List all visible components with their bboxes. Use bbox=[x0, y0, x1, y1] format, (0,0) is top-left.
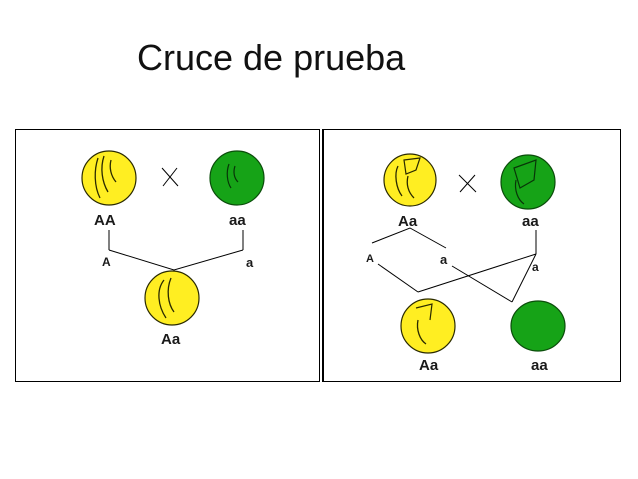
yellow-pea-offspring-icon bbox=[400, 298, 456, 354]
cross-diagram-left: AA aa A a Aa bbox=[81, 150, 265, 348]
green-pea-parent-icon bbox=[209, 150, 265, 206]
green-pea-offspring-icon bbox=[510, 300, 566, 352]
parent1-genotype-label: Aa bbox=[398, 213, 418, 230]
yellow-pea-parent-icon bbox=[383, 153, 437, 207]
cross-symbol-icon bbox=[161, 167, 179, 187]
gamete-label-right-1: A bbox=[366, 253, 374, 265]
parent2-genotype-label: aa bbox=[229, 212, 246, 229]
cross-symbol-icon bbox=[458, 174, 477, 193]
green-pea-parent-icon bbox=[500, 154, 556, 210]
parent1-genotype-label: AA bbox=[94, 212, 116, 229]
cross-connection-lines bbox=[371, 227, 537, 303]
cross-diagram-right: Aa aa A a a Aa aa bbox=[366, 153, 566, 374]
cross-panel-heterozygous: Aa aa A a a Aa aa bbox=[322, 129, 621, 382]
slide-title: Cruce de prueba bbox=[137, 37, 406, 78]
yellow-pea-offspring-icon bbox=[144, 270, 200, 326]
cross-panel-dominant-homozygous: AA aa A a Aa bbox=[15, 129, 320, 382]
gamete-label-left-1: A bbox=[102, 255, 111, 269]
gamete-label-left-2: a bbox=[246, 255, 254, 270]
offspring2-genotype-label: aa bbox=[531, 357, 548, 374]
gamete-label-right-2: a bbox=[440, 252, 448, 267]
yellow-pea-parent-icon bbox=[81, 150, 137, 206]
offspring1-genotype-label: Aa bbox=[419, 357, 439, 374]
offspring-genotype-label: Aa bbox=[161, 331, 181, 348]
cross-connection-lines bbox=[108, 230, 244, 271]
parent2-genotype-label: aa bbox=[522, 213, 539, 230]
gamete-label-right-3: a bbox=[532, 260, 539, 274]
